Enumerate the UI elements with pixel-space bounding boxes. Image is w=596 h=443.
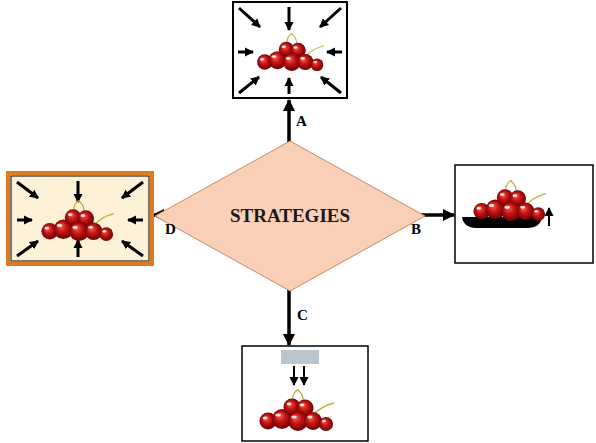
node-label: STRATEGIES bbox=[230, 205, 350, 227]
lift-arrow bbox=[548, 208, 550, 226]
cherries-picture bbox=[257, 33, 324, 71]
applicator bbox=[281, 350, 319, 364]
picture-box bbox=[233, 2, 347, 98]
inward-arrows bbox=[238, 7, 342, 94]
picture-box bbox=[8, 173, 152, 264]
picture-box bbox=[455, 165, 593, 263]
strategy-arrow bbox=[287, 100, 291, 142]
cherries-picture bbox=[41, 200, 114, 241]
diamond-outline bbox=[155, 141, 425, 291]
strategy-arrow bbox=[287, 290, 291, 345]
strategy-letter: C bbox=[297, 308, 308, 323]
cherries-picture bbox=[260, 389, 335, 431]
strategy-letter: B bbox=[411, 222, 421, 237]
decision-diamond: STRATEGIES bbox=[154, 140, 426, 292]
inward-arrows bbox=[17, 181, 143, 257]
inner-border bbox=[11, 176, 149, 261]
spray-arrow bbox=[303, 366, 305, 385]
strategy-letter: A bbox=[296, 114, 307, 129]
strategy-letter: D bbox=[165, 222, 176, 237]
cherries-picture bbox=[473, 180, 546, 221]
spray-arrow bbox=[293, 366, 295, 385]
picture-box bbox=[242, 346, 368, 441]
